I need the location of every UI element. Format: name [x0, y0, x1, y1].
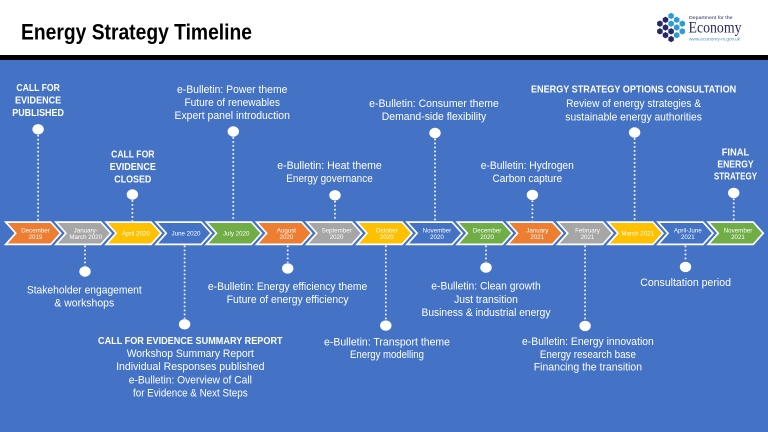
svg-text:December: December — [473, 228, 502, 235]
svg-text:Energy governance: Energy governance — [286, 173, 373, 185]
svg-text:November: November — [423, 228, 452, 235]
svg-text:e-Bulletin: Energy innovation: e-Bulletin: Energy innovation — [522, 336, 654, 348]
svg-text:2020: 2020 — [380, 234, 394, 241]
svg-text:November: November — [724, 228, 753, 235]
svg-text:CALL FOR EVIDENCE SUMMARY REPO: CALL FOR EVIDENCE SUMMARY REPORT — [98, 336, 283, 347]
svg-text:www.economy-ni.gov.uk: www.economy-ni.gov.uk — [689, 37, 741, 43]
svg-text:Just transition: Just transition — [454, 294, 518, 306]
svg-text:October: October — [376, 228, 398, 235]
svg-text:Expert panel introduction: Expert panel introduction — [175, 110, 290, 122]
svg-text:CALL FOR: CALL FOR — [16, 83, 60, 94]
svg-text:2021: 2021 — [731, 234, 745, 241]
svg-text:CALL FOR: CALL FOR — [111, 150, 155, 161]
svg-text:March 2021: March 2021 — [621, 231, 654, 238]
svg-text:Department for the: Department for the — [689, 15, 733, 21]
svg-text:March 2020: March 2020 — [69, 234, 102, 241]
svg-text:Economy: Economy — [689, 20, 742, 37]
svg-text:December: December — [21, 228, 50, 235]
svg-text:sustainable energy authorities: sustainable energy authorities — [565, 111, 702, 123]
svg-text:for Evidence & Next Steps: for Evidence & Next Steps — [133, 387, 248, 399]
svg-text:Energy Strategy Timeline: Energy Strategy Timeline — [21, 20, 252, 45]
svg-text:April 2020: April 2020 — [122, 231, 150, 238]
svg-text:July 2020: July 2020 — [223, 231, 250, 238]
svg-text:& workshops: & workshops — [54, 298, 114, 310]
svg-text:CLOSED: CLOSED — [114, 175, 151, 186]
svg-text:Consultation period: Consultation period — [640, 277, 731, 289]
svg-text:2019: 2019 — [29, 234, 43, 241]
svg-text:Future of renewables: Future of renewables — [184, 97, 280, 109]
svg-text:e-Bulletin: Consumer theme: e-Bulletin: Consumer theme — [369, 98, 499, 110]
svg-text:e-Bulletin: Transport theme: e-Bulletin: Transport theme — [324, 336, 450, 348]
svg-text:June 2020: June 2020 — [172, 231, 201, 238]
svg-text:2021: 2021 — [681, 234, 695, 241]
svg-text:August: August — [277, 228, 297, 235]
svg-text:Energy research base: Energy research base — [540, 349, 636, 361]
svg-text:2020: 2020 — [330, 234, 344, 241]
svg-text:ENERGY: ENERGY — [717, 160, 753, 171]
svg-text:Financing the transition: Financing the transition — [534, 362, 642, 374]
svg-text:Individual Responses published: Individual Responses published — [116, 361, 264, 373]
svg-text:January: January — [526, 228, 549, 235]
svg-text:September: September — [321, 228, 351, 235]
svg-text:Workshop Summary Report: Workshop Summary Report — [127, 348, 254, 360]
svg-text:2020: 2020 — [280, 234, 294, 241]
svg-text:February: February — [575, 228, 601, 235]
svg-text:Demand-side flexibility: Demand-side flexibility — [382, 111, 487, 123]
svg-text:PUBLISHED: PUBLISHED — [12, 108, 64, 119]
svg-text:EVIDENCE: EVIDENCE — [110, 162, 156, 173]
svg-text:April-June: April-June — [674, 228, 702, 235]
svg-text:ENERGY STRATEGY OPTIONS CONSUL: ENERGY STRATEGY OPTIONS CONSULTATION — [531, 85, 736, 96]
svg-text:e-Bulletin: Clean growth: e-Bulletin: Clean growth — [431, 281, 540, 293]
svg-text:2021: 2021 — [530, 234, 544, 241]
svg-text:Stakeholder engagement: Stakeholder engagement — [27, 285, 142, 297]
svg-text:e-Bulletin: Energy efficiency: e-Bulletin: Energy efficiency theme — [208, 281, 367, 293]
svg-text:Carbon capture: Carbon capture — [492, 173, 562, 185]
svg-text:2020: 2020 — [480, 234, 494, 241]
svg-text:Future of energy efficiency: Future of energy efficiency — [227, 294, 350, 306]
svg-text:2021: 2021 — [581, 234, 595, 241]
svg-text:Review of energy strategies &: Review of energy strategies & — [566, 98, 701, 110]
svg-text:EVIDENCE: EVIDENCE — [15, 96, 61, 107]
svg-text:e-Bulletin: Power theme: e-Bulletin: Power theme — [177, 84, 288, 96]
svg-text:Energy modelling: Energy modelling — [350, 349, 424, 361]
svg-text:January-: January- — [74, 228, 98, 235]
svg-text:e-Bulletin: Heat theme: e-Bulletin: Heat theme — [277, 160, 382, 172]
svg-text:STRATEGY: STRATEGY — [714, 172, 757, 183]
svg-text:FINAL: FINAL — [722, 147, 750, 158]
svg-text:e-Bulletin: Overview of Call: e-Bulletin: Overview of Call — [129, 375, 252, 387]
svg-text:2020: 2020 — [430, 234, 444, 241]
svg-text:e-Bulletin: Hydrogen: e-Bulletin: Hydrogen — [481, 160, 574, 172]
svg-text:Business & industrial energy: Business & industrial energy — [422, 307, 552, 319]
